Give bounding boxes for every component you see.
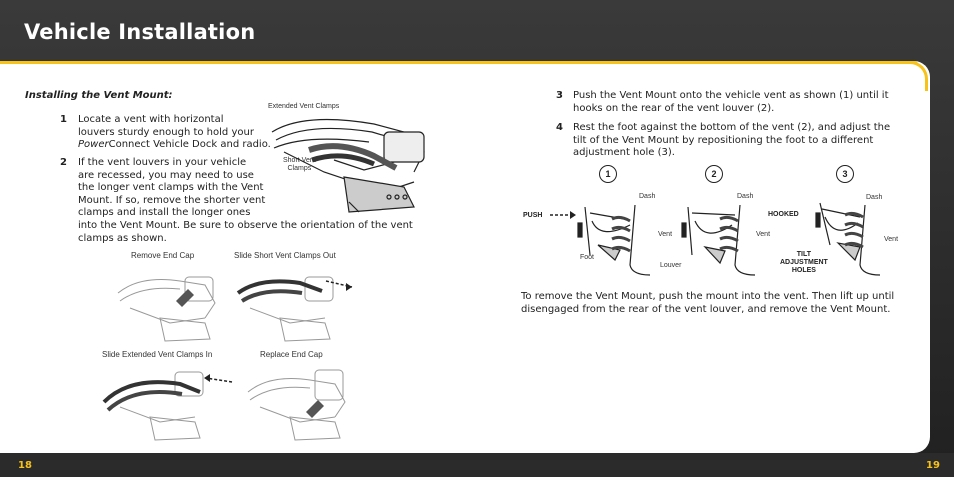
label-vent-2: Vent: [756, 231, 771, 238]
label-foot: Foot: [580, 254, 595, 261]
vent-mount-illustration: [271, 118, 425, 213]
figure-caption-slide-extended: Slide Extended Vent Clamps In: [102, 350, 213, 359]
subheading: Installing the Vent Mount:: [25, 90, 173, 101]
label-push: PUSH: [523, 212, 543, 219]
page-title: Vehicle Installation: [24, 20, 256, 44]
label-dash-1: Dash: [639, 193, 656, 200]
label-short-vent-clamps: Short Vent Clamps: [283, 157, 316, 172]
step-3-text: Push the Vent Mount onto the vehicle ven…: [573, 90, 889, 114]
label-louver: Louver: [660, 262, 682, 269]
page-number-right: 19: [926, 460, 940, 471]
slide-short-clamps-illustration: [236, 276, 353, 342]
removal-instructions: To remove the Vent Mount, push the mount…: [521, 291, 895, 315]
slide-extended-clamps-illustration: [102, 371, 233, 441]
label-hooked: HOOKED: [768, 211, 799, 218]
label-vent-3: Vent: [884, 236, 899, 243]
step-1-number: 1: [60, 114, 67, 125]
step-1-text: Locate a vent with horizontal louvers st…: [78, 114, 271, 150]
footer-bar: [0, 453, 954, 477]
step-2-text-wide: into the Vent Mount. Be sure to observe …: [78, 220, 413, 244]
diagram-step-1-badge: 1: [599, 165, 617, 183]
step-4-text: Rest the foot against the bottom of the …: [573, 122, 891, 158]
content-sheet: [0, 61, 930, 453]
step-4-number: 4: [556, 122, 563, 133]
label-extended-vent-clamps: Extended Vent Clamps: [268, 103, 340, 110]
replace-end-cap-illustration: [247, 369, 346, 441]
figure-caption-replace-end-cap: Replace End Cap: [260, 350, 323, 359]
label-dash-2: Dash: [737, 193, 754, 200]
diagram-step-2-badge: 2: [705, 165, 723, 183]
header-accent-curve: [898, 61, 928, 91]
header-accent-line: [0, 61, 918, 64]
figure-caption-slide-short: Slide Short Vent Clamps Out: [234, 251, 336, 260]
step-2-text: If the vent louvers in your vehicle are …: [78, 157, 266, 218]
remove-end-cap-illustration: [117, 276, 216, 342]
page-number-left: 18: [18, 460, 32, 471]
label-dash-3: Dash: [866, 194, 883, 201]
label-tilt-adjustment-holes: TILT ADJUSTMENT HOLES: [780, 251, 828, 274]
figure-caption-remove-end-cap: Remove End Cap: [131, 251, 195, 260]
step-3-number: 3: [556, 90, 563, 101]
label-vent-1: Vent: [658, 231, 673, 238]
diagram-step-3-badge: 3: [836, 165, 854, 183]
vent-installation-diagram: [550, 202, 881, 276]
step-2-number: 2: [60, 157, 67, 168]
